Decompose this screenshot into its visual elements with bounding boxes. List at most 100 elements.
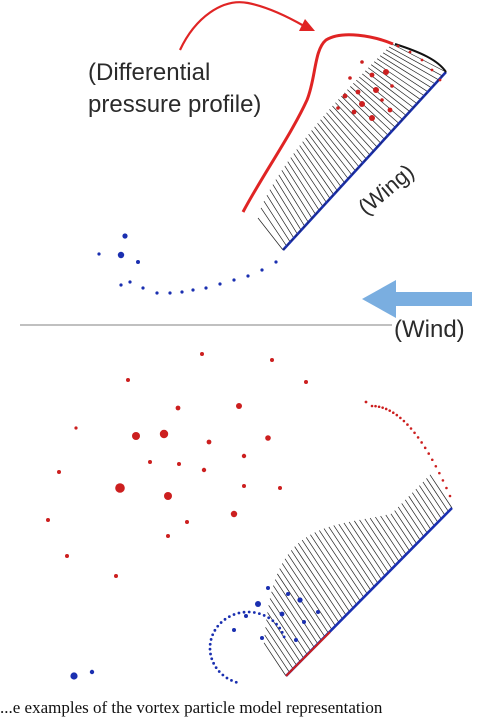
vortex-particle-positive (126, 378, 130, 382)
bound-vortex-particle (360, 60, 364, 64)
trail-particle (445, 486, 448, 490)
pressure-hatch-line (344, 92, 389, 136)
trail-particle (391, 411, 395, 414)
pressure-hatch-line (385, 49, 439, 81)
pressure-hatch-line (314, 532, 361, 602)
vortex-particle-negative (286, 592, 290, 596)
wake-particle (234, 680, 238, 684)
pressure-hatch-line (299, 145, 334, 195)
bound-vortex-particle (342, 93, 348, 99)
trail-particle (448, 494, 452, 498)
pressure-hatch-line (359, 519, 393, 569)
pressure-hatch-line (294, 546, 343, 620)
top-vortex-particles (97, 44, 442, 295)
wake-particle (227, 615, 231, 619)
pressure-hatch-line (277, 573, 322, 641)
pressure-hatch-line (323, 528, 368, 594)
wake-particle (247, 610, 251, 614)
bound-vortex-particle (380, 98, 384, 102)
pressure-hatch-line (263, 200, 291, 243)
wing-label: (Wing) (353, 159, 419, 220)
vortex-particle-positive (46, 518, 50, 522)
wake-particle (257, 612, 261, 616)
vortex-particle-positive (74, 426, 78, 430)
pressure-hatch-line (290, 157, 324, 207)
pressure-hatch-line (272, 585, 315, 648)
vortex-particle-positive (200, 352, 204, 356)
tip-particle (420, 58, 424, 62)
pressure-hatch-line (279, 568, 326, 637)
wake-particle (213, 628, 217, 632)
vortex-particle-positive (159, 429, 169, 439)
vortex-particle-negative (294, 638, 298, 642)
wake-particle (208, 642, 212, 646)
wake-particle (271, 619, 275, 623)
pressure-hatch-line (269, 189, 298, 235)
trail-particle (406, 423, 409, 426)
trail-particle (430, 458, 434, 462)
pressure-hatch-line (419, 485, 442, 519)
pressure-hatch-line (354, 520, 389, 573)
vortex-particle-positive (270, 358, 274, 362)
vortex-particle-positive (265, 435, 271, 441)
bottom-wing-pressure-hatching (263, 474, 453, 677)
wake-particle (141, 286, 145, 290)
vortex-particle-positive (201, 467, 207, 473)
bound-vortex-particle (390, 84, 394, 88)
wake-particle (155, 291, 159, 295)
pressure-hatch-line (408, 496, 432, 530)
pressure-hatch-line (284, 558, 333, 630)
bound-vortex-particle (359, 101, 365, 107)
bound-vortex-particle (369, 115, 375, 121)
pressure-hatch-line (370, 64, 421, 100)
wake-particle (219, 621, 223, 624)
wake-particle (230, 679, 233, 682)
vortex-particle-negative (316, 610, 320, 614)
wake-particle (211, 633, 215, 637)
wake-particle (221, 673, 225, 677)
vortex-particle-positive (57, 470, 61, 474)
pressure-hatch-line (390, 513, 414, 548)
pressure-hatch-line (290, 550, 340, 623)
pressure-hatch-line (429, 474, 453, 509)
shed-vortex-particle (136, 260, 140, 264)
pressure-hatch-line (311, 130, 349, 180)
vortex-particle-positive (185, 520, 189, 524)
shed-vortex-particle (89, 669, 95, 675)
wake-particle (128, 280, 132, 284)
figure-caption: ...e examples of the vortex particle mod… (0, 698, 383, 717)
bottom-vortex-particles (46, 352, 452, 684)
bottom-panel (46, 352, 453, 684)
bound-vortex-particle (387, 107, 393, 113)
tip-particle (430, 68, 434, 72)
top-wing-pressure-hatching (257, 43, 447, 251)
pressure-hatch-line (375, 516, 403, 559)
wake-particle (232, 278, 236, 282)
pressure-hatch-line (320, 119, 360, 168)
pressure-hatch-line (412, 492, 435, 527)
pressure-hatch-line (404, 499, 428, 534)
pressure-hatch-line (329, 109, 371, 156)
pressure-hatch-line (266, 194, 295, 239)
pressure-hatch-line (347, 89, 392, 132)
pressure-hatch-line (275, 179, 306, 227)
pressure-hatch-line (338, 99, 382, 144)
bound-vortex-particle (373, 87, 379, 93)
pressure-hatch-line (314, 126, 353, 176)
shed-vortex-particle (97, 252, 101, 256)
profile-label-line1: (Differential (88, 59, 210, 86)
pressure-hatch-line (319, 530, 364, 598)
pressure-hatch-line (265, 627, 294, 670)
pressure-hatch-line (348, 521, 386, 577)
trail-particle (441, 479, 445, 482)
vortex-particle-negative (244, 614, 248, 618)
pressure-hatch-line (323, 116, 363, 164)
wake-particle (225, 676, 229, 680)
pressure-hatch-line (391, 43, 447, 73)
pressure-hatch-line (268, 605, 304, 659)
pressure-hatch-line (401, 503, 425, 537)
wake-particle (262, 614, 266, 617)
wake-particle (278, 626, 282, 630)
pressure-hatch-line (302, 141, 338, 191)
vortex-particle-positive (175, 405, 181, 411)
